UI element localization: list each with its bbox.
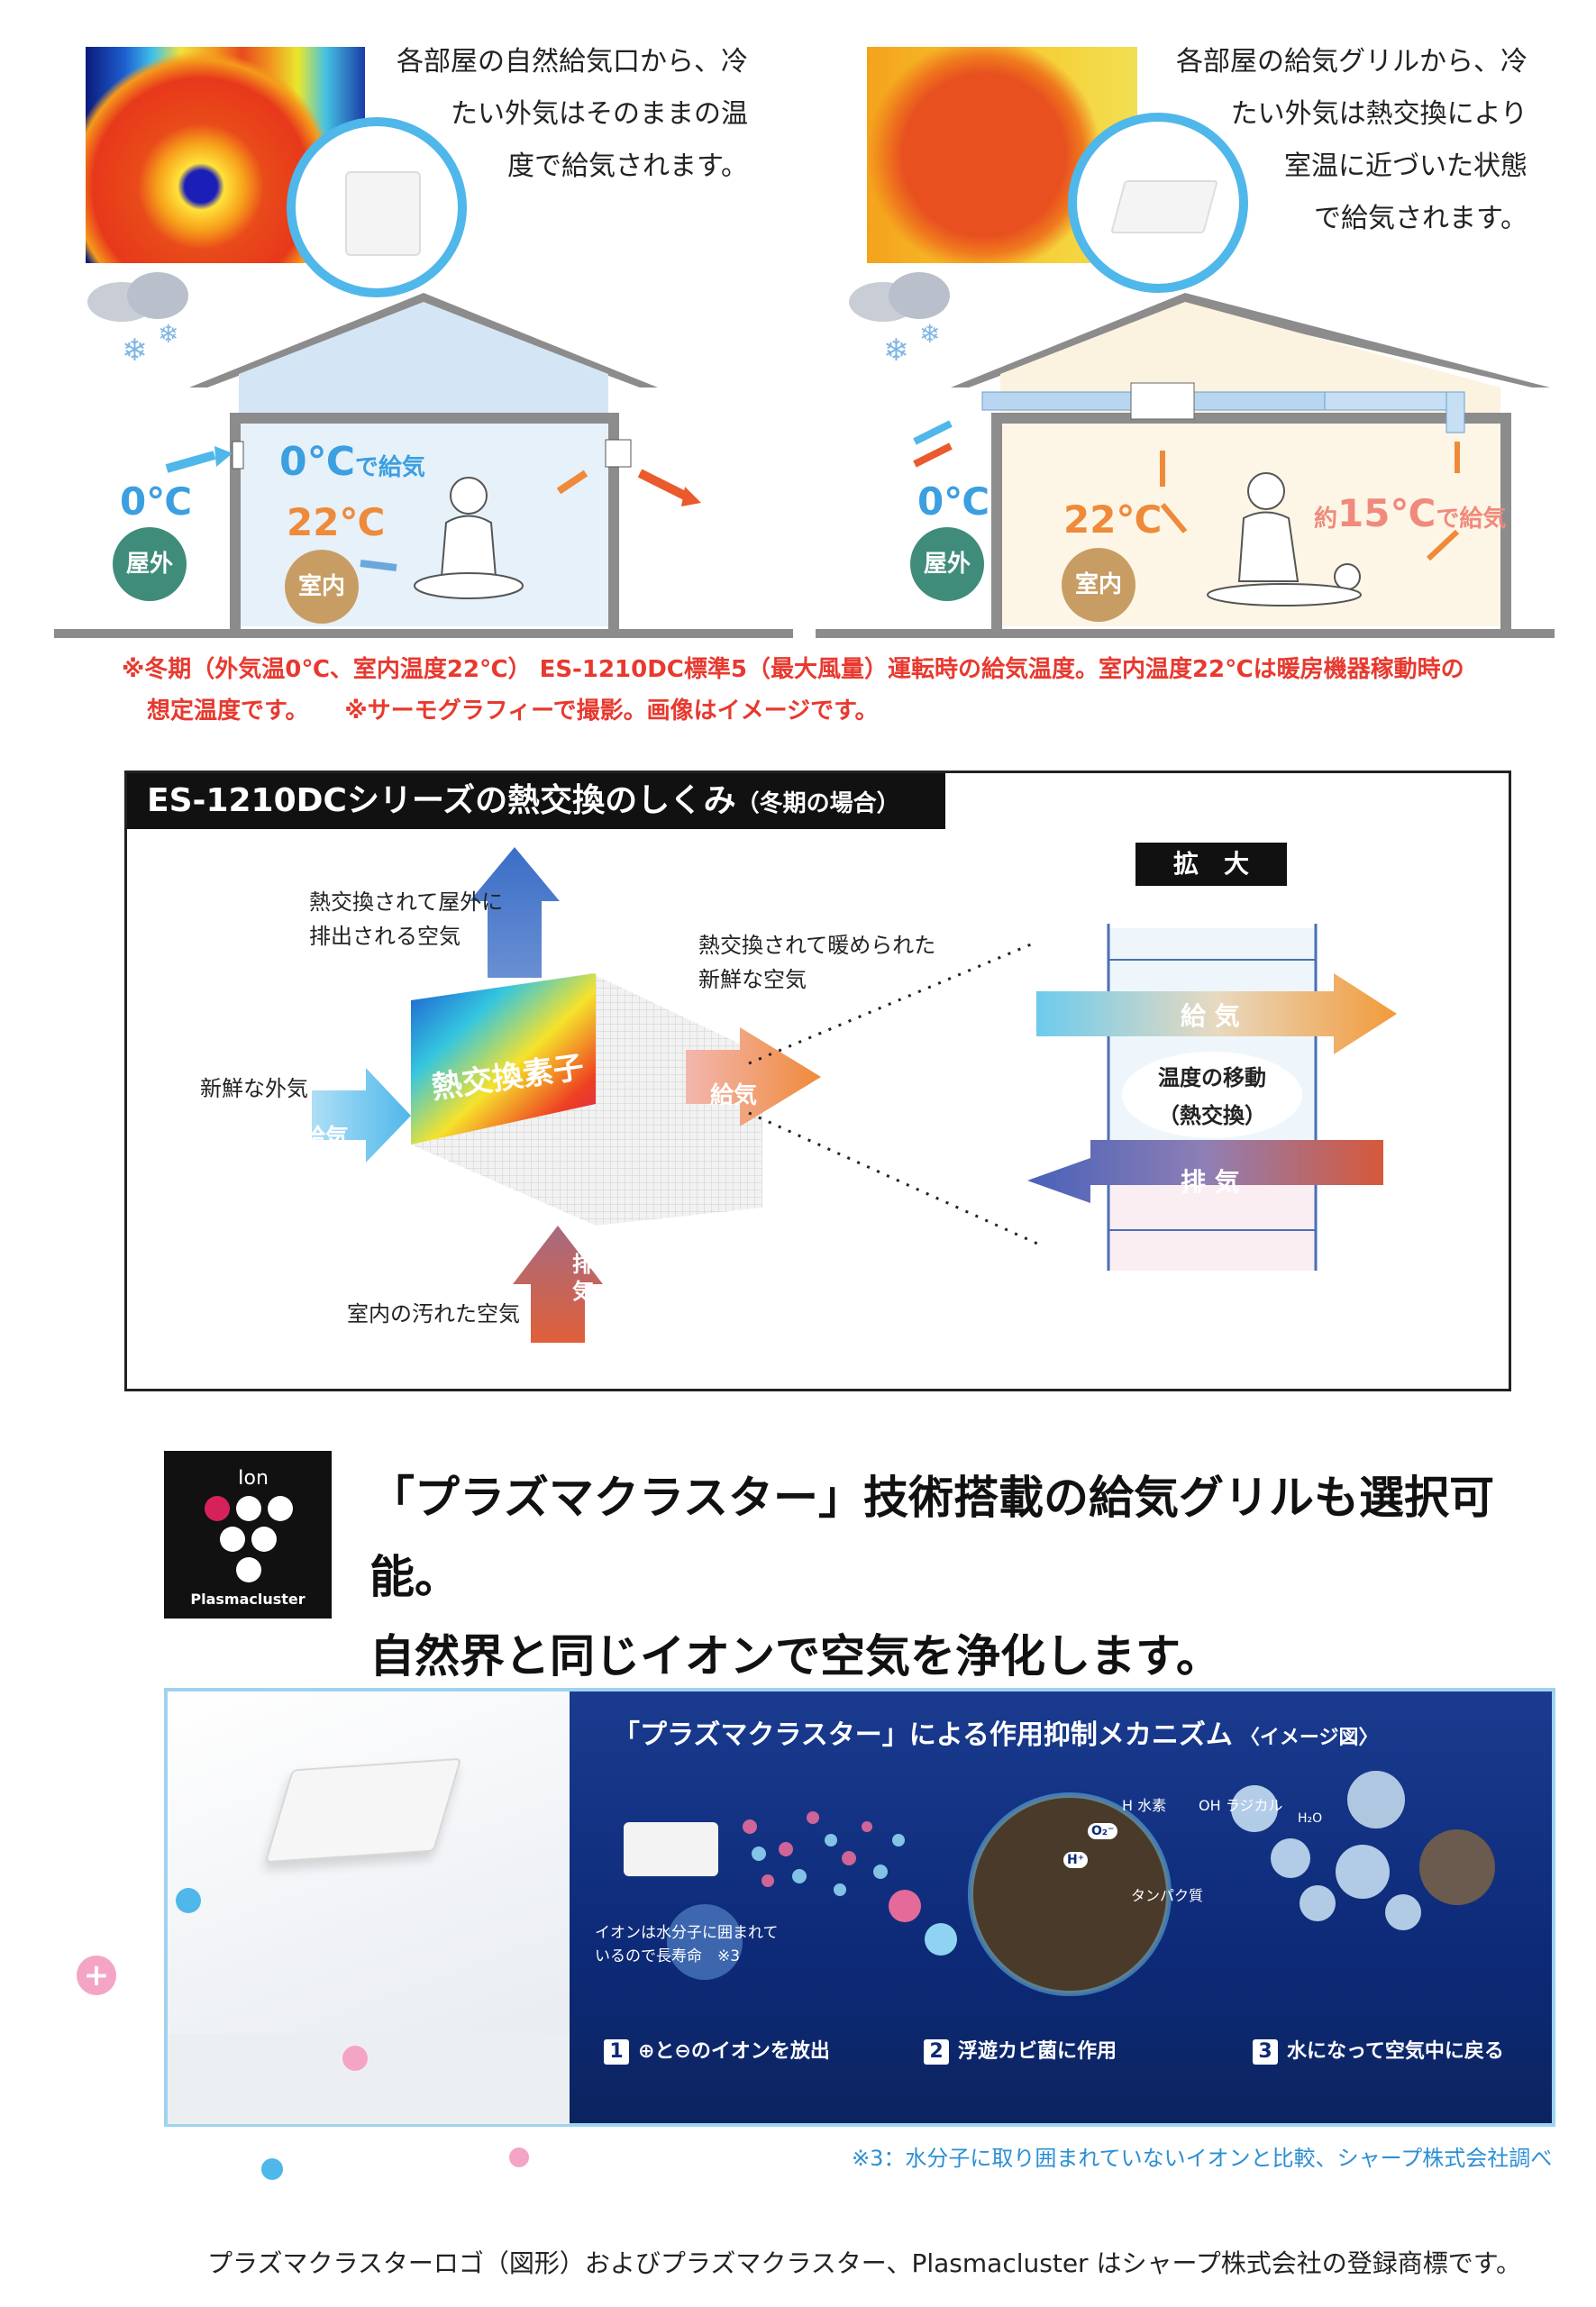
caption-left: 各部屋の自然給気口から、冷 たい外気はそのままの温 度で給気されます。 xyxy=(397,46,748,182)
plasmacluster-logo: Ion Plasmacluster xyxy=(164,1451,332,1619)
mechanism-image xyxy=(570,1691,1552,2123)
winter-note: ※冬期（外気温0℃、室内温度22℃） ES-1210DC標準5（最大風量）運転時… xyxy=(122,656,1464,725)
left-outside-temp: 0℃ xyxy=(120,479,193,524)
supply-label-left: 給気 xyxy=(302,1125,350,1152)
svg-text:❄: ❄ xyxy=(122,333,148,369)
label-oh-radical: OH ラジカル xyxy=(1199,1797,1283,1814)
plus-ion-icon-bottom xyxy=(509,2147,529,2167)
plus-ion-icon-small xyxy=(342,2046,368,2071)
snow-cloud-icon: ❄ ❄ xyxy=(849,272,950,369)
plasmacluster-headline: 「プラズマクラスター」技術搭載の給気グリルも選択可能。 自然界と同じイオンで空気… xyxy=(369,1472,1494,1682)
label-h2o: H₂O xyxy=(1298,1811,1323,1826)
supply-grille-photo xyxy=(1068,113,1248,293)
footnote-3: ※3：水分子に取り囲まれていないイオンと比較、シャープ株式会社調べ xyxy=(852,2146,1553,2171)
exhaust-label-top: 排気 xyxy=(561,911,582,963)
warm-air-caption: 熱交換されて暖められた新鮮な空気 xyxy=(698,933,936,992)
zoom-exhaust-label: 排 気 xyxy=(1181,1167,1240,1197)
snow-cloud-icon: ❄ ❄ xyxy=(87,272,188,369)
mechanism-title: 「プラズマクラスター」による作用抑制メカニズム〈イメージ図〉 xyxy=(613,1719,1379,1751)
trademark-note: プラズマクラスターロゴ（図形）およびプラズマクラスター、Plasmacluste… xyxy=(207,2248,1521,2278)
exhaust-out-caption: 熱交換されて屋外に排出される空気 xyxy=(309,889,504,949)
right-room-badge: 室内 xyxy=(1062,548,1135,622)
zoom-center-label: 温度の移動（熱交換） xyxy=(1158,1065,1266,1128)
label-hydrogen: H 水素 xyxy=(1122,1797,1167,1814)
dirty-air-caption: 室内の汚れた空気 xyxy=(347,1301,520,1327)
caption-right: 各部屋の給気グリルから、冷 たい外気は熱交換により 室温に近づいた状態 で給気さ… xyxy=(1176,46,1528,234)
exhaust-label-bottom: 排気 xyxy=(572,1252,594,1304)
mechanism-illustration xyxy=(624,1771,1495,1996)
right-outside-temp: 0℃ xyxy=(917,479,990,524)
right-supply-temp: 約15℃で給気 xyxy=(1314,491,1507,535)
zoom-diagram xyxy=(1027,924,1397,1271)
ion-note: イオンは水分子に囲まれているので長寿命 ※3 xyxy=(595,1924,779,1965)
right-outside-badge: 屋外 xyxy=(910,527,984,601)
natural-inlet-photo xyxy=(287,117,467,297)
zoom-label: 拡 大 xyxy=(1135,843,1287,886)
svg-text:❄: ❄ xyxy=(883,333,909,369)
svg-text:❄: ❄ xyxy=(158,319,178,349)
left-supply-temp: 0℃で給気 xyxy=(279,439,425,485)
zoom-supply-label: 給 気 xyxy=(1181,1001,1240,1031)
cold-person-icon xyxy=(414,477,524,599)
left-room-temp: 22℃ xyxy=(287,500,386,544)
grille-room-photo xyxy=(168,1691,570,2124)
heat-exchange-title: ES-1210DCシリーズの熱交換のしくみ（冬期の場合） xyxy=(127,773,945,829)
label-o2: O₂⁻ xyxy=(1088,1823,1118,1839)
left-outside-badge: 屋外 xyxy=(113,527,187,601)
minus-ion-icon xyxy=(176,1888,201,1913)
label-protein: タンパク質 xyxy=(1131,1887,1204,1904)
minus-ion-icon-bottom xyxy=(261,2158,283,2180)
step-1: 1⊕と⊖のイオンを放出 xyxy=(604,2035,830,2065)
fresh-air-caption: 新鮮な外気 xyxy=(200,1076,308,1101)
family-person-icon xyxy=(1207,472,1362,606)
supply-label-right: 給気 xyxy=(710,1082,758,1109)
heat-exchange-diagram xyxy=(312,847,1038,1343)
left-room-badge: 室内 xyxy=(285,550,359,624)
right-room-temp: 22℃ xyxy=(1063,497,1163,542)
label-hplus: H⁺ xyxy=(1063,1852,1089,1868)
plus-ion-icon: + xyxy=(77,1956,116,1995)
svg-text:❄: ❄ xyxy=(919,319,940,349)
